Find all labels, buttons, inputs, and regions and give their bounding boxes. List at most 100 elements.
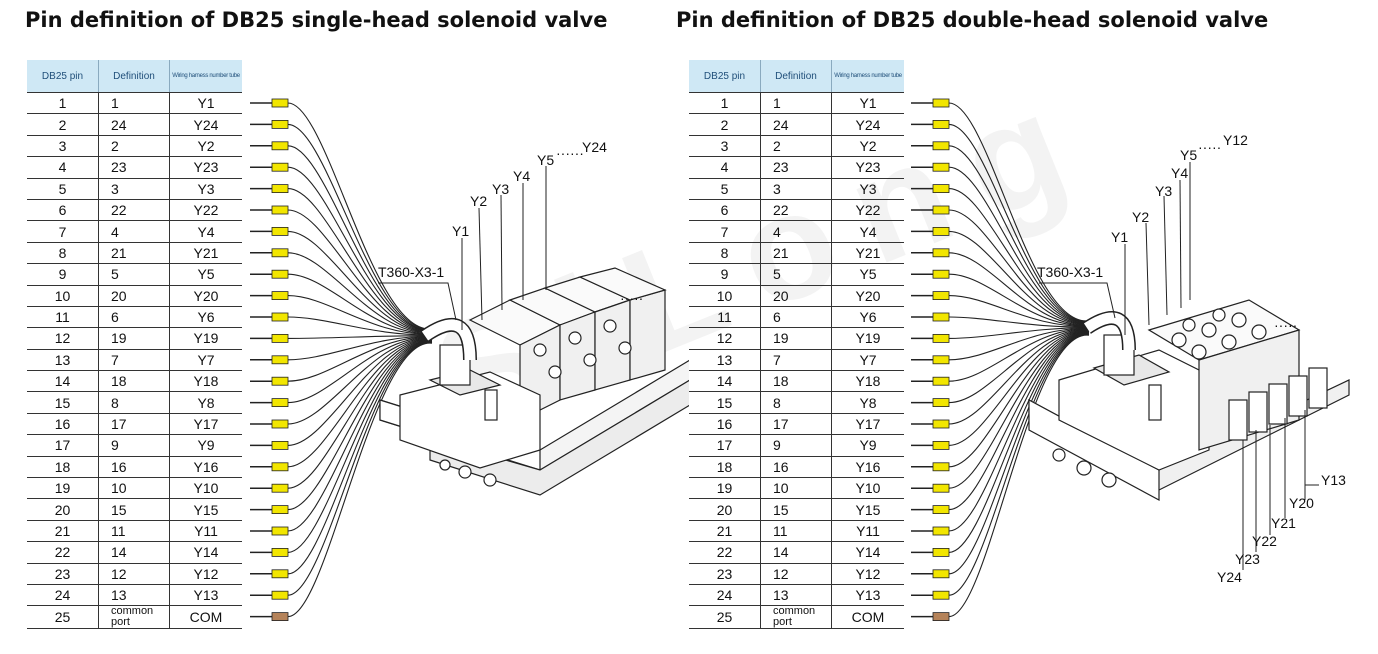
pin-cell: 16 bbox=[27, 413, 99, 436]
wire bbox=[287, 252, 433, 334]
wire bbox=[287, 340, 433, 553]
definition-cell: 21 bbox=[760, 242, 832, 265]
wire bbox=[948, 329, 1090, 425]
definition-cell: 18 bbox=[98, 370, 170, 393]
definition-cell: 9 bbox=[760, 434, 832, 457]
wire-sleeve bbox=[932, 162, 950, 172]
wire-sleeve bbox=[271, 141, 289, 151]
wire-sleeve bbox=[932, 376, 950, 386]
definition-cell: 7 bbox=[760, 349, 832, 372]
wire-sleeve bbox=[932, 333, 950, 343]
definition-cell: 21 bbox=[98, 242, 170, 265]
wire-sleeve bbox=[932, 440, 950, 450]
double-head-more-indicator: ····· bbox=[1274, 317, 1297, 333]
pin-cell: 1 bbox=[689, 92, 761, 115]
wire-tube-cell: Y1 bbox=[831, 92, 904, 115]
header-wiring: Wiring harness number tube bbox=[169, 60, 242, 93]
wire-tube-cell: Y14 bbox=[169, 541, 242, 564]
definition-cell: 10 bbox=[98, 477, 170, 500]
definition-cell: 5 bbox=[760, 263, 832, 286]
definition-cell: 5 bbox=[98, 263, 170, 286]
pin-cell: 23 bbox=[27, 563, 99, 585]
wire-tube-cell: Y19 bbox=[169, 327, 242, 350]
wire-sleeve bbox=[932, 505, 950, 515]
pin-cell: 17 bbox=[689, 434, 761, 457]
definition-cell: 24 bbox=[760, 113, 832, 136]
wire-tube-cell: Y23 bbox=[831, 156, 904, 179]
definition-cell: 9 bbox=[98, 434, 170, 457]
pin-cell: 15 bbox=[689, 391, 761, 414]
definition-cell: 19 bbox=[760, 327, 832, 350]
definition-cell: 8 bbox=[760, 391, 832, 414]
single-head-y24-label: Y24 bbox=[582, 139, 607, 155]
definition-cell: 13 bbox=[760, 584, 832, 607]
wire bbox=[287, 273, 433, 335]
single-head-title: Pin definition of DB25 single-head solen… bbox=[25, 8, 608, 32]
wire-sleeve bbox=[271, 205, 289, 215]
wire bbox=[948, 145, 1090, 323]
double-head-y12-label: Y12 bbox=[1223, 132, 1248, 148]
wire-tube-cell: Y15 bbox=[169, 498, 242, 521]
definition-cell: 4 bbox=[760, 220, 832, 243]
wire-tube-cell: Y20 bbox=[831, 285, 904, 307]
pin-cell: 5 bbox=[689, 178, 761, 200]
pin-cell: 25 bbox=[689, 605, 761, 630]
wire bbox=[287, 342, 433, 596]
double-head-pin-table: DB25 pin Definition Wiring harness numbe… bbox=[689, 60, 904, 630]
wire bbox=[287, 339, 433, 489]
pin-cell: 23 bbox=[689, 563, 761, 585]
single-head-more-indicator: ····· bbox=[620, 290, 643, 306]
double-head-y24-label: Y24 bbox=[1217, 569, 1242, 585]
double-head-y22-label: Y22 bbox=[1252, 533, 1277, 549]
wire-tube-cell: Y9 bbox=[169, 434, 242, 457]
wire-sleeve bbox=[932, 120, 950, 129]
single-head-y4-label: Y4 bbox=[513, 168, 530, 184]
double-head-y1-label: Y1 bbox=[1111, 229, 1128, 245]
wire-tube-cell: Y12 bbox=[831, 563, 904, 585]
wire bbox=[948, 326, 1090, 339]
wire bbox=[948, 334, 1090, 596]
pin-cell: 12 bbox=[27, 327, 99, 350]
definition-cell: 2 bbox=[760, 135, 832, 158]
definition-cell: 10 bbox=[760, 477, 832, 500]
wire bbox=[287, 316, 433, 336]
wire-tube-cell: Y12 bbox=[169, 563, 242, 585]
wire-sleeve bbox=[271, 333, 289, 343]
wire bbox=[948, 328, 1090, 404]
pin-cell: 4 bbox=[27, 156, 99, 179]
wire-tube-cell: Y3 bbox=[831, 178, 904, 200]
pin-cell: 4 bbox=[689, 156, 761, 179]
definition-cell: 11 bbox=[98, 520, 170, 543]
wire bbox=[948, 331, 1090, 489]
header-db25-pin: DB25 pin bbox=[27, 60, 99, 93]
wire-sleeve bbox=[932, 462, 950, 472]
wire bbox=[948, 332, 1090, 553]
pin-cell: 20 bbox=[27, 498, 99, 521]
header-wiring: Wiring harness number tube bbox=[831, 60, 904, 93]
wire-sleeve bbox=[932, 355, 950, 365]
wire bbox=[948, 316, 1090, 328]
wire-tube-cell: Y8 bbox=[831, 391, 904, 414]
wire-tube-cell: Y23 bbox=[169, 156, 242, 179]
